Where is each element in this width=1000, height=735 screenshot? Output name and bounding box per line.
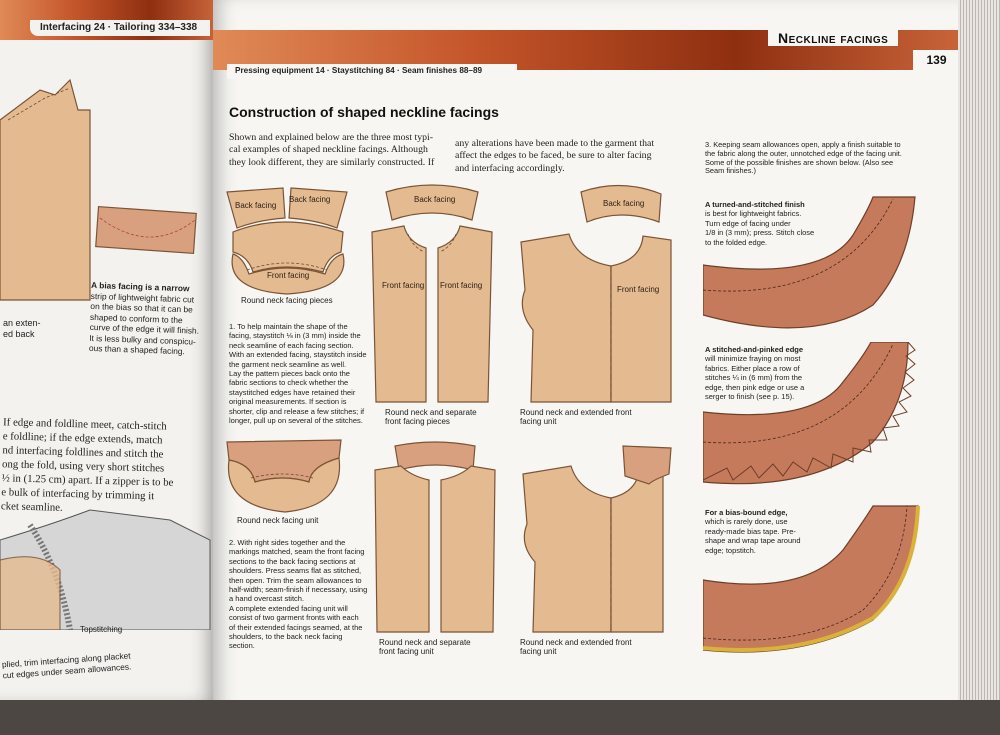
bias-facing-text: A bias facing is a narrow strip of light… [88,279,200,357]
step-3-text: 3. Keeping seam allowances open, apply a… [705,140,902,176]
extended-facing [610,235,672,403]
left-page: Interfacing 24 · Tailoring 334–338 an ex… [0,0,215,700]
extended-facing-unit [610,469,664,633]
garment-front-unit [522,465,612,633]
front-facing-unit [227,457,341,513]
bias-tape-edge [703,505,920,652]
svg-text:Front facing: Front facing [382,281,424,290]
left-xref[interactable]: Interfacing 24 · Tailoring 334–338 [40,22,198,33]
back-facing-unit [394,441,476,471]
svg-text:Front facing: Front facing [440,281,482,290]
desk-background [0,700,1000,735]
bias-strip [95,205,197,255]
page-heading: Construction of shaped neckline facings [229,104,499,120]
right-page: Pressing equipment 14 · Staystitching 84… [213,0,960,712]
stitched-and-pinked-illustration [703,342,916,485]
separate-front-facing-pieces-illustration: Back facing Front facing Front facing [371,184,493,403]
right-xref[interactable]: Pressing equipment 14 · Staystitching 84… [235,66,483,75]
caption-round-unit: Round neck facing unit [237,516,319,525]
bias-bound-facing [703,505,919,653]
front-facing-right [437,225,493,403]
extended-front-facing-pieces-illustration: Back facing Front facing [520,184,672,403]
svg-text:Back facing: Back facing [235,201,276,210]
bodice-piece [0,78,91,301]
svg-text:Front facing: Front facing [267,271,309,280]
svg-text:Back facing: Back facing [603,199,644,208]
back-facing [385,184,479,221]
zipper [27,523,73,630]
intro-col2: any alterations have been made to the ga… [455,138,655,174]
back-facing-left [226,187,286,229]
front-facing-left-unit [374,465,430,633]
front-facing-upper [232,221,344,273]
separate-front-facing-unit-illustration [374,441,496,633]
svg-text:Front facing: Front facing [617,285,659,294]
left-fragment-text: an exten-ed back [3,318,41,339]
round-neck-facing-pieces-illustration: Back facing Back facing Front facing [226,187,348,295]
svg-text:Back facing: Back facing [414,195,455,204]
page-edges [958,0,1000,712]
front-facing-right-unit [440,465,496,633]
back-facing-attached [622,445,672,485]
topstitching-label: Topstitching [80,625,123,634]
intro-col1: Shown and explained below are the three … [229,132,435,168]
round-neck-facing-unit-illustration [226,439,342,513]
front-facing [231,253,345,295]
stitched-pinked-facing [703,342,909,485]
finish-3-text: For a bias-bound edge,which is rarely do… [705,508,801,555]
page-number: 139 [913,50,960,70]
svg-text:Back facing: Back facing [289,195,330,204]
back-facing [580,184,662,223]
garment-front [520,233,612,403]
caption-round-pieces: Round neck facing pieces [241,296,333,305]
back-facing-right [288,187,348,229]
front-facing-left [371,225,427,403]
section-title: Neckline facings [768,30,899,46]
turned-stitched-facing [703,196,916,329]
extended-front-facing-unit-illustration [522,445,672,633]
turned-and-stitched-illustration [703,196,916,329]
bias-bound-illustration [703,505,920,653]
left-illustrations [0,78,211,630]
